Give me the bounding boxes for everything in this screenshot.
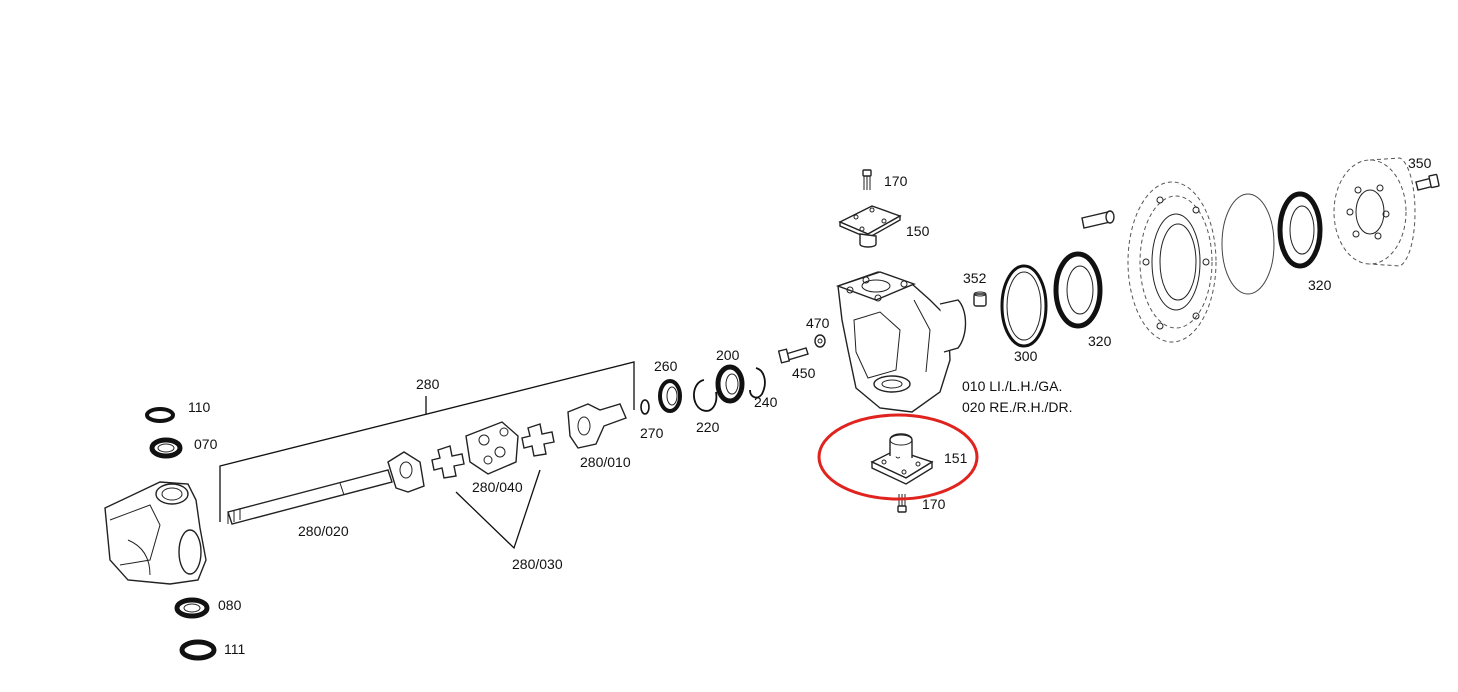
leader-280-030 [455,469,541,550]
screw-170-bottom[interactable] [897,494,907,513]
seal-111[interactable] [179,639,217,661]
bolt-450[interactable] [777,347,809,364]
screw-170-top[interactable] [862,169,872,190]
wheel-hub[interactable] [1127,181,1217,343]
label-320-ring[interactable]: 320 [1088,333,1112,349]
label-470[interactable]: 470 [806,315,830,331]
label-280-010[interactable]: 280/010 [580,454,631,470]
axle-housing-end[interactable] [104,481,207,585]
bracket-280 [219,361,635,522]
note-020-right-hand: 020 RE./R.H./DR. [962,399,1072,415]
center-yoke-280-040[interactable] [465,421,519,475]
label-260[interactable]: 260 [654,358,678,374]
label-280-020[interactable]: 280/020 [298,523,349,539]
label-352[interactable]: 352 [963,270,987,286]
hub-cap[interactable] [1333,157,1416,267]
universal-joint-cross-left[interactable] [431,445,465,479]
seal-110[interactable] [145,407,175,423]
label-170-top[interactable]: 170 [884,173,908,189]
ring-270[interactable] [640,399,650,415]
bearing-200[interactable] [715,364,745,404]
snap-ring-240[interactable] [749,367,766,399]
bearing-070[interactable] [149,437,183,459]
note-010-left-hand: 010 LI./L.H./GA. [962,378,1062,394]
seal-320-ring[interactable] [1053,251,1103,329]
label-220[interactable]: 220 [696,419,720,435]
label-170-bottom[interactable]: 170 [922,496,946,512]
label-270[interactable]: 270 [640,425,664,441]
steering-knuckle-010-020[interactable] [835,271,967,413]
highlight-ellipse [817,413,979,501]
label-151[interactable]: 151 [944,450,968,466]
label-280[interactable]: 280 [416,376,440,392]
axle-shaft-280-020[interactable] [227,451,425,525]
label-280-030[interactable]: 280/030 [512,556,563,572]
universal-joint-cross-right[interactable] [521,423,555,457]
seal-260[interactable] [658,379,682,413]
screw-350[interactable] [1415,173,1440,191]
label-070[interactable]: 070 [194,436,218,452]
label-200[interactable]: 200 [716,347,740,363]
stub-yoke-280-010[interactable] [567,403,627,449]
label-111[interactable]: 111 [224,641,245,657]
cap-150[interactable] [838,205,902,248]
seal-320-hub[interactable] [1277,191,1323,269]
label-280-040[interactable]: 280/040 [472,479,523,495]
label-320-hub[interactable]: 320 [1308,277,1332,293]
bushing-352[interactable] [973,291,987,307]
label-350[interactable]: 350 [1408,155,1432,171]
label-300[interactable]: 300 [1014,348,1038,364]
label-150[interactable]: 150 [906,223,930,239]
bearing-080[interactable] [174,597,210,619]
lower-cap-151[interactable] [870,433,934,485]
o-ring[interactable] [1221,193,1275,295]
nut-470[interactable] [814,334,826,348]
label-080[interactable]: 080 [218,597,242,613]
seal-300[interactable] [1000,264,1048,348]
wheel-stud[interactable] [1081,210,1115,229]
label-240[interactable]: 240 [754,394,778,410]
snap-ring-220[interactable] [693,379,718,412]
label-110[interactable]: 110 [188,399,211,415]
label-450[interactable]: 450 [792,365,816,381]
